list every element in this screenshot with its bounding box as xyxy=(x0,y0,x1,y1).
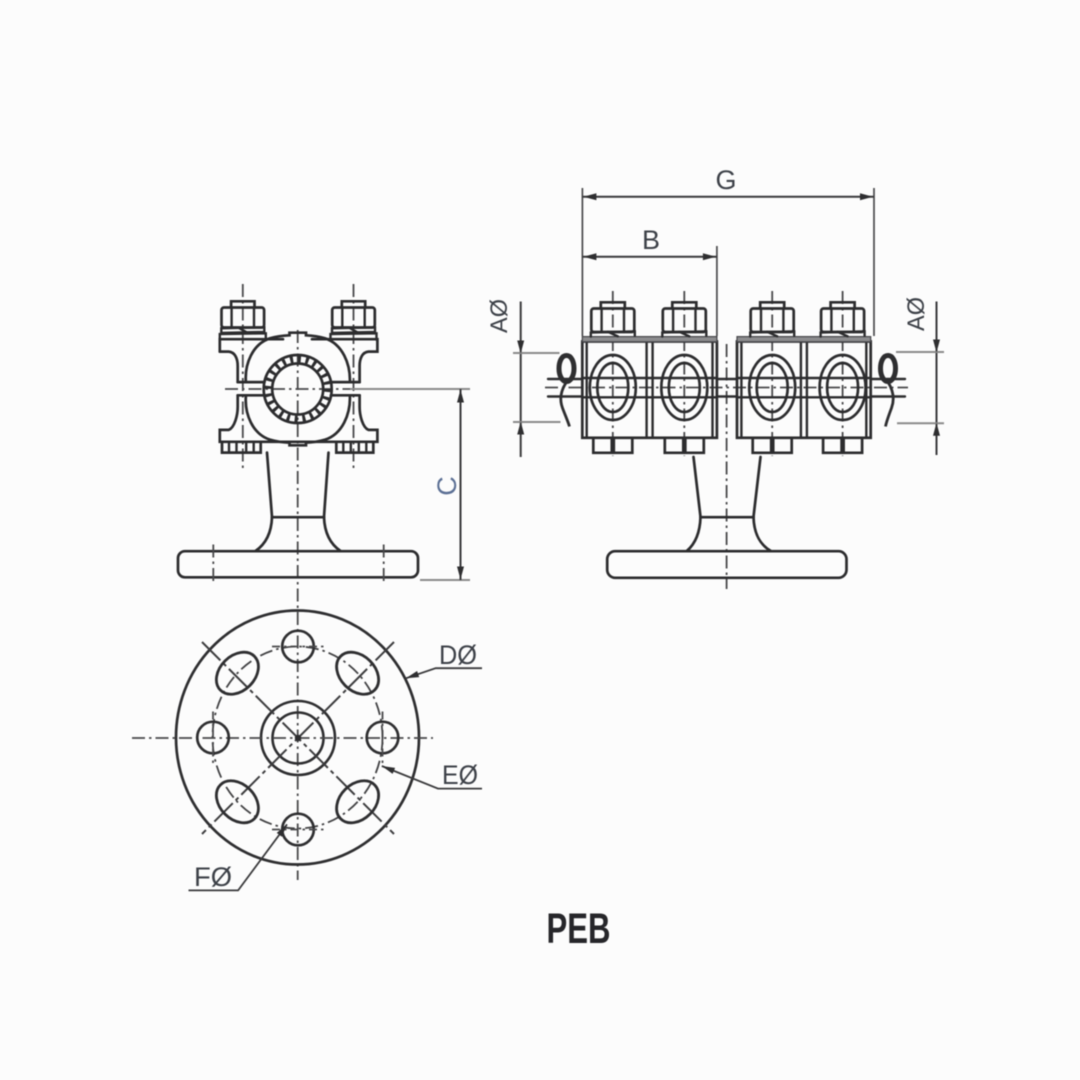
svg-text:AØ: AØ xyxy=(486,299,513,333)
svg-text:B: B xyxy=(642,225,660,255)
svg-text:C: C xyxy=(432,476,462,496)
svg-text:FØ: FØ xyxy=(194,862,232,892)
svg-text:PEB: PEB xyxy=(547,905,611,953)
svg-text:G: G xyxy=(715,165,736,195)
svg-text:AØ: AØ xyxy=(903,297,930,331)
svg-text:DØ: DØ xyxy=(439,640,477,670)
svg-text:EØ: EØ xyxy=(442,760,478,790)
